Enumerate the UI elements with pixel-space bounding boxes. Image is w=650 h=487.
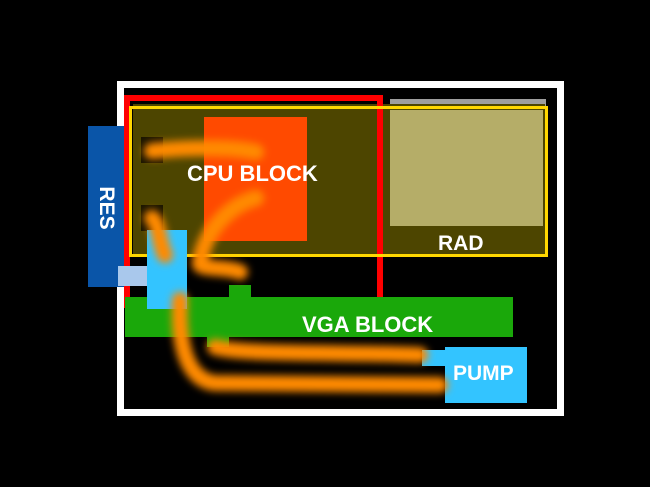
tube-res-to-pump (171, 292, 448, 393)
tube-vga-to-pump (207, 339, 428, 363)
vga-block-label: VGA BLOCK (302, 312, 434, 337)
pump (445, 347, 527, 403)
radiator-fan-strip (390, 99, 546, 107)
tube-cpu-bottom (191, 190, 264, 280)
res-label: RES (95, 186, 118, 230)
reservoir-outlet (118, 266, 150, 286)
cpu-block-label: CPU BLOCK (187, 161, 318, 186)
tube-cpu-top (144, 140, 264, 160)
vga-connector-top (229, 285, 251, 299)
pump-label: PUMP (453, 362, 514, 385)
radiator-outline (129, 106, 548, 257)
radiator-core (390, 110, 543, 226)
vga-block (125, 297, 513, 337)
rad-label: RAD (438, 232, 484, 255)
reservoir (88, 126, 124, 287)
pump-inlet (422, 350, 448, 366)
tube-res-left (144, 210, 173, 263)
